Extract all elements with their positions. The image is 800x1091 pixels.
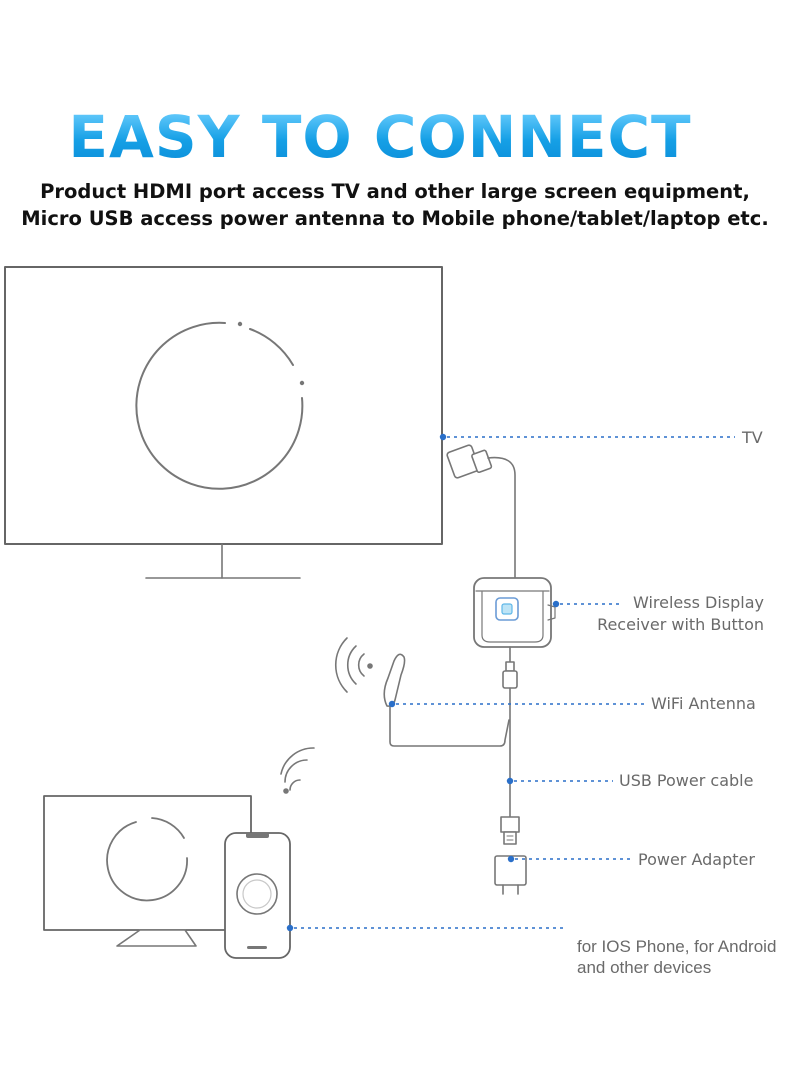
phone-illustration [224, 832, 291, 959]
wifi-waves-illustration [280, 747, 315, 794]
usb-power-cable [500, 646, 520, 845]
power-adapter-illustration [494, 855, 527, 895]
label-adapter: Power Adapter [638, 850, 755, 869]
receiver-illustration [473, 577, 556, 648]
label-antenna: WiFi Antenna [651, 694, 756, 713]
wifi-antenna-illustration [334, 637, 510, 747]
label-usb-cable: USB Power cable [619, 771, 754, 790]
label-devices: for IOS Phone, for Android and other dev… [577, 936, 776, 978]
label-devices-line-1: for IOS Phone, for Android [577, 937, 777, 956]
hdmi-cable [446, 444, 516, 581]
page-subtitle: Product HDMI port access TV and other la… [0, 178, 790, 232]
page-title: EASY TO CONNECT [0, 108, 760, 166]
label-receiver-line-1: Wireless Display [632, 593, 764, 612]
label-receiver-line-2: Receiver with Button [597, 615, 764, 634]
label-tv: TV [742, 428, 763, 447]
subtitle-line-1: Product HDMI port access TV and other la… [40, 180, 750, 203]
subtitle-line-2: Micro USB access power antenna to Mobile… [21, 207, 769, 230]
label-receiver: Wireless Display Receiver with Button [587, 592, 764, 636]
tv-illustration [4, 266, 443, 579]
label-devices-line-2: and other devices [577, 958, 712, 977]
laptop-illustration [43, 795, 252, 947]
